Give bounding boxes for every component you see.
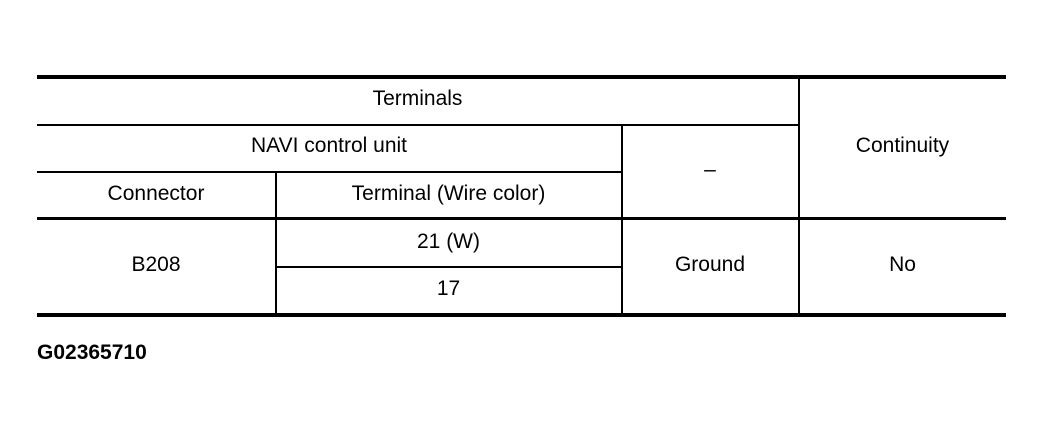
rule-between-terminals bbox=[275, 266, 621, 268]
divider-minus-continuity bbox=[798, 77, 800, 315]
divider-terminal-minus bbox=[621, 125, 623, 315]
header-terminal-wire-color: Terminal (Wire color) bbox=[351, 182, 546, 205]
header-continuity: Continuity bbox=[855, 134, 950, 157]
header-terminals: Terminals bbox=[372, 87, 463, 110]
header-bottom-rule bbox=[37, 217, 1006, 220]
rule-below-terminals bbox=[37, 124, 798, 126]
header-connector: Connector bbox=[107, 182, 205, 205]
cell-minus: Ground bbox=[674, 253, 746, 276]
cell-terminal-2: 17 bbox=[436, 277, 461, 300]
table-bottom-rule bbox=[37, 313, 1006, 317]
header-minus: – bbox=[704, 158, 716, 181]
cell-continuity: No bbox=[889, 253, 916, 276]
header-navi-control-unit: NAVI control unit bbox=[250, 134, 407, 157]
cell-terminal-1: 21 (W) bbox=[417, 230, 480, 253]
divider-connector-terminal bbox=[275, 172, 277, 315]
figure-code: G02365710 bbox=[37, 341, 147, 364]
table-top-rule bbox=[37, 75, 1006, 79]
rule-below-navi bbox=[37, 171, 621, 173]
cell-connector: B208 bbox=[131, 253, 181, 276]
